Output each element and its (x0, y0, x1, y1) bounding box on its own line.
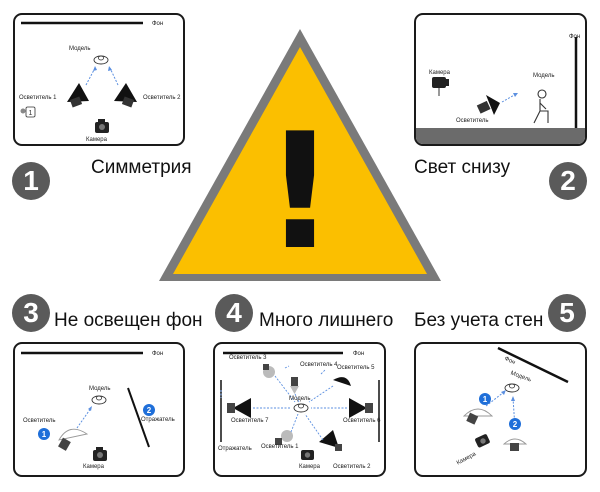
panel-3-drawing: 1 2 (21, 351, 155, 461)
background-label: Фон (152, 21, 164, 27)
model-label: Модель (69, 46, 91, 52)
svg-text:2: 2 (513, 420, 518, 429)
light-4-label: Осветитель 4 (300, 362, 338, 368)
light-7-icon (227, 398, 251, 418)
light-1-label: Осветитель 1 (261, 444, 299, 450)
small-light-icon (20, 108, 26, 114)
reflector-label: Отражатель (218, 446, 252, 452)
background-label: Фон (569, 34, 581, 40)
diagram-panel-3: 1 2 Фон Модель Осветитель Отражатель Кам… (13, 342, 185, 477)
camera-icon (95, 119, 109, 133)
warning-triangle-icon: ! (159, 29, 441, 285)
camera-label: Камера (299, 464, 320, 470)
light-1-icon (275, 430, 293, 445)
camera-icon (301, 450, 314, 460)
panel-4-drawing (220, 351, 380, 460)
scenario-title-4: Много лишнего (259, 310, 394, 331)
diagram-panel-1: 1 Фон Модель Осветитель 1 Осветитель 2 К… (13, 13, 185, 146)
light-2-label: Осветитель 2 (143, 95, 181, 101)
panel-1-drawing: 1 (20, 21, 143, 133)
light-2-label: Осветитель 2 (333, 464, 371, 470)
camera-label: Камера (429, 70, 450, 76)
camera-icon (432, 77, 449, 96)
umbrella-light-2-icon (502, 438, 528, 451)
light-1-icon (67, 83, 89, 108)
light-7-label: Осветитель 7 (231, 418, 269, 424)
scenario-badge-2: 2 (549, 162, 587, 200)
light-label: Осветитель (456, 118, 489, 124)
diagram-panel-2: Фон Камера Модель Осветитель (414, 13, 587, 146)
model-label: Модель (89, 386, 111, 392)
meter-left-icon: 1 (25, 106, 36, 118)
marker-2 (509, 418, 521, 430)
camera-icon (93, 447, 107, 461)
marker-1 (479, 393, 491, 405)
light-icon (476, 95, 500, 115)
light-2-icon (319, 430, 342, 451)
umbrella-light-1-icon (462, 408, 494, 425)
svg-text:2: 2 (147, 406, 152, 415)
light-4-icon (290, 377, 299, 394)
camera-label: Камера (83, 464, 104, 470)
umbrella-light-icon (58, 428, 89, 451)
light-6-icon (349, 398, 373, 418)
light-2-icon (114, 83, 137, 108)
scenario-badge-4: 4 (215, 294, 253, 332)
background-label: Фон (152, 351, 164, 357)
svg-text:1: 1 (42, 430, 47, 439)
scenario-badge-3: 3 (12, 294, 50, 332)
reflector-label: Отражатель (141, 417, 175, 423)
model-figure-icon (533, 89, 549, 124)
light-label: Осветитель (23, 418, 56, 424)
reflector-line (127, 387, 150, 448)
diagram-panel-5: 1 2 Фон Модель Камера (414, 342, 587, 477)
light-6-label: Осветитель 6 (343, 418, 381, 424)
light-5-label: Осветитель 5 (337, 365, 375, 371)
scenario-badge-1: 1 (12, 162, 50, 200)
light-1-label: Осветитель 1 (19, 95, 57, 101)
background-line (497, 346, 569, 384)
diagram-panel-4: Осветитель 3 Осветитель 4 Осветитель 5 Ф… (213, 342, 386, 477)
light-3-label: Осветитель 3 (229, 355, 267, 361)
scenario-title-5: Без учета стен (414, 310, 544, 331)
scenario-title-1: Симметрия (91, 157, 192, 178)
marker-1 (38, 428, 50, 440)
panel-5-drawing: 1 2 (462, 346, 569, 451)
panel-2-drawing (416, 37, 585, 144)
marker-2 (143, 404, 155, 416)
svg-text:1: 1 (29, 110, 33, 117)
floor (416, 128, 585, 144)
light-5-icon (333, 377, 351, 386)
background-label: Фон (353, 351, 365, 357)
scenario-badge-5: 5 (548, 294, 586, 332)
scenario-title-2: Свет снизу (414, 157, 511, 178)
exclamation-mark: ! (264, 98, 337, 285)
camera-label: Камера (86, 137, 107, 143)
svg-text:1: 1 (483, 395, 488, 404)
scenario-title-3: Не освещен фон (54, 310, 203, 331)
model-label: Модель (289, 396, 311, 402)
camera-icon (475, 434, 490, 448)
light-3-icon (263, 364, 275, 378)
model-label: Модель (533, 73, 555, 79)
